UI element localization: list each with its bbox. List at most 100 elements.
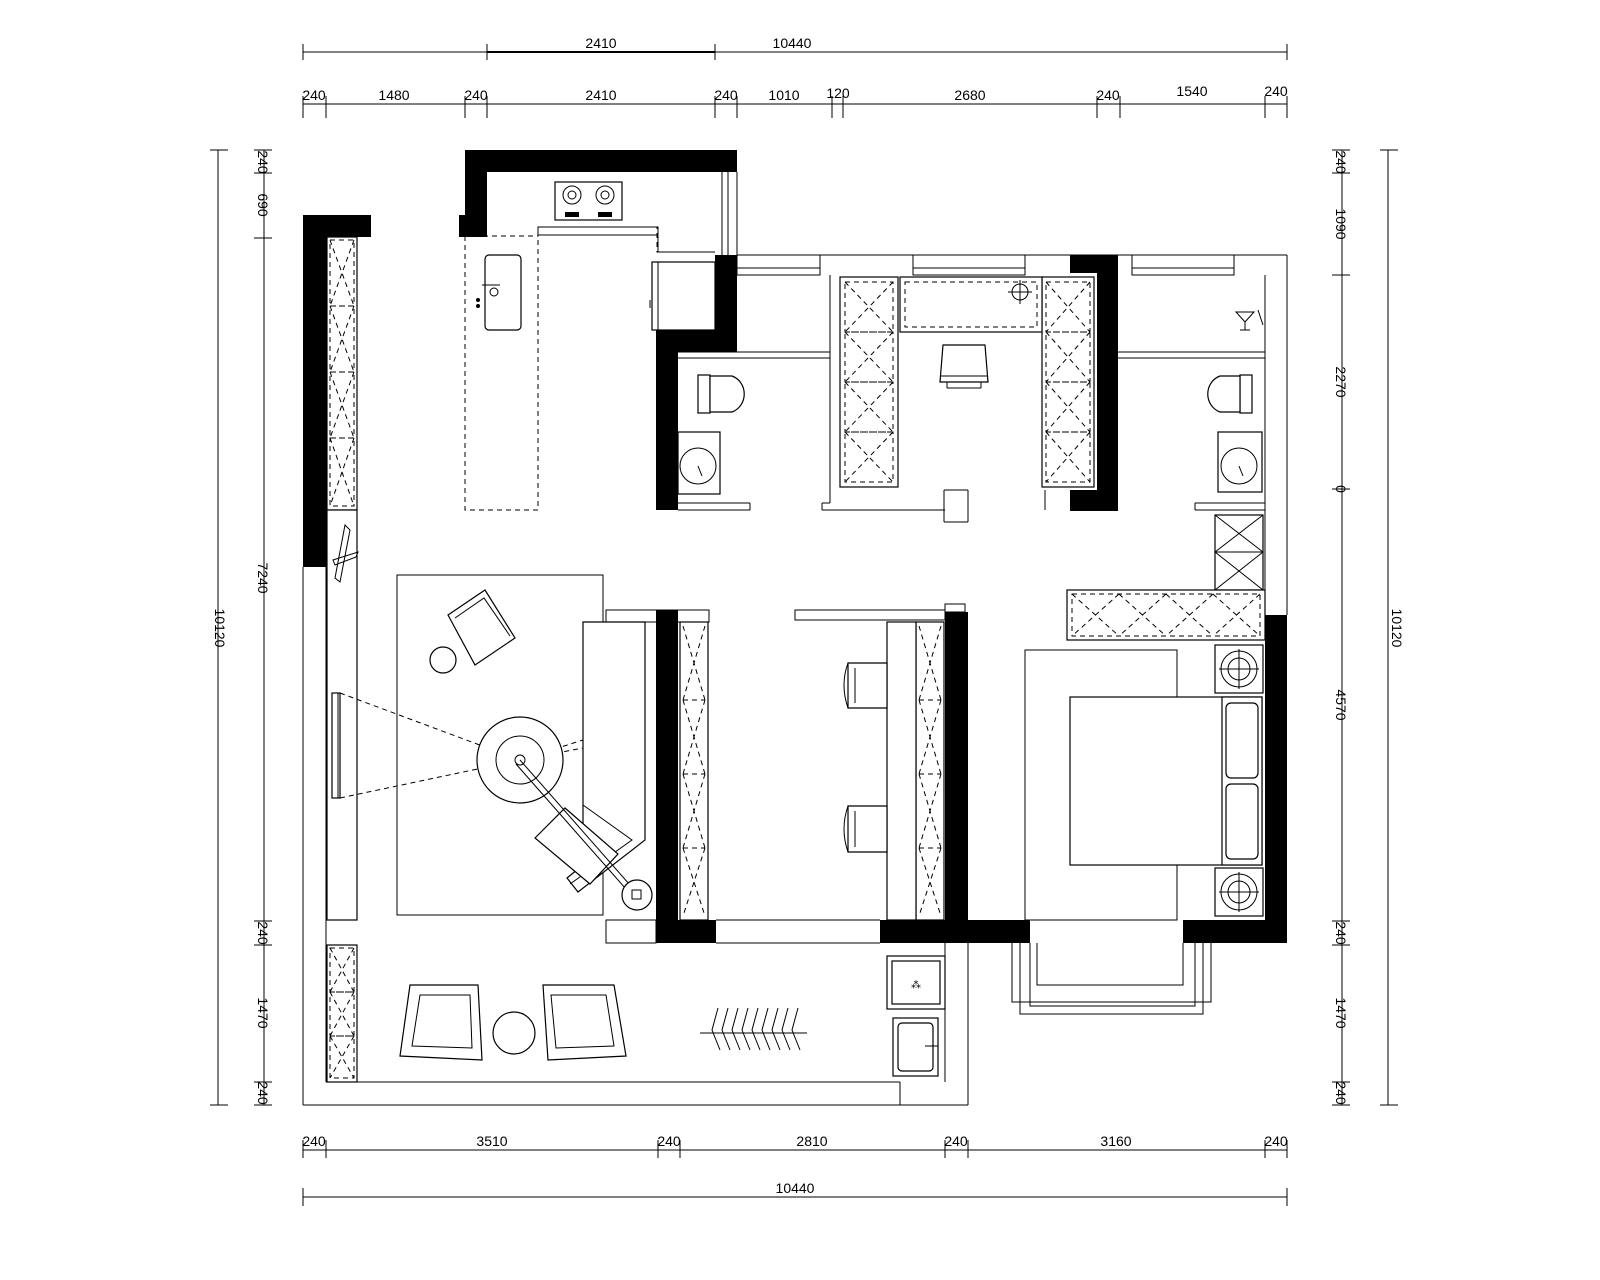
dining-bottom-wall [880, 920, 1030, 943]
balcony-cabinet [326, 944, 358, 1083]
left-overall-label: 10120 [212, 609, 228, 648]
bedroom [1024, 514, 1266, 921]
dining-cabinet-left [679, 621, 709, 921]
sofa-icon [534, 621, 646, 893]
top-segment-label: 2680 [954, 87, 985, 103]
shower-icon [1234, 309, 1264, 331]
svg-text:⁂: ⁂ [911, 979, 921, 991]
bottom-segment-label: 240 [657, 1133, 681, 1149]
right-segment-label: 240 [1333, 921, 1349, 945]
top-overall-label: 10440 [773, 35, 812, 51]
right-segment-labels: 240 1090 2270 0 4570 240 1470 240 [1333, 150, 1349, 1105]
partition-lines [302, 172, 1288, 1106]
top-segment-label: 240 [1096, 87, 1120, 103]
dining-right-wall [945, 612, 968, 943]
decor-plant-icon [332, 523, 359, 583]
bottom-overall-label: 10440 [776, 1180, 815, 1196]
washbasin-icon [1217, 431, 1263, 493]
bedroom-cabinet-vertical [1214, 514, 1264, 591]
tv-cabinet [326, 509, 359, 921]
toilet-icon [1207, 374, 1253, 414]
top-segment-label: 120 [826, 85, 850, 101]
left-segment-label: 240 [255, 150, 271, 174]
kitchen-sink-icon [476, 254, 522, 331]
bedroom-bottom-wall [1183, 920, 1287, 943]
right-segment-label: 0 [1333, 485, 1349, 493]
bottom-segment-ticks [302, 1140, 1288, 1158]
utility-sink-icon [892, 1017, 939, 1077]
left-segment-ticks [254, 149, 272, 1106]
floor-lamp-icon [515, 759, 653, 911]
lounge-chair-icon [399, 984, 483, 1061]
chair-icon [939, 344, 989, 389]
dining-table-icon [886, 621, 917, 921]
dining-chair-icon [843, 805, 888, 853]
stove-icon [554, 181, 623, 221]
nightstand-lamp-icon [1214, 644, 1264, 694]
bottom-segment-label: 2810 [796, 1133, 827, 1149]
wardrobe-left [839, 276, 899, 488]
dining-cabinet-right [915, 621, 945, 921]
armchair-icon [447, 589, 516, 666]
kitchen-left-stub [459, 215, 487, 237]
top-segment-ticks [302, 96, 1288, 118]
left-segment-label: 7240 [255, 562, 271, 593]
top-segment-label: 240 [714, 87, 738, 103]
living-room [326, 236, 653, 921]
left-segment-label: 1470 [255, 997, 271, 1028]
left-segment-labels: 240 690 7240 240 1470 240 [255, 150, 271, 1105]
left-wall [303, 215, 327, 567]
right-dimension-lines [1332, 149, 1398, 1106]
bottom-segment-label: 240 [302, 1133, 326, 1149]
balcony: ⁂ [326, 944, 946, 1083]
top-segment-label: 240 [302, 87, 326, 103]
right-segment-label: 4570 [1333, 689, 1349, 720]
left-segment-label: 240 [255, 921, 271, 945]
bottom-segment-label: 240 [1264, 1133, 1288, 1149]
right-segment-label: 2270 [1333, 366, 1349, 397]
bottom-segment-label: 3510 [476, 1133, 507, 1149]
left-segment-label: 690 [255, 193, 271, 217]
living-cabinet-top [326, 236, 358, 511]
dining-left-wall [656, 610, 678, 943]
top-segment-labels: 240 1480 240 2410 240 1010 120 2680 240 … [302, 83, 1288, 103]
bottom-segment-label: 3160 [1100, 1133, 1131, 1149]
desk-icon [899, 276, 1043, 333]
clothes-rack-icon [700, 1007, 807, 1051]
kitchen [464, 181, 716, 511]
bath1-left-wall [656, 330, 678, 510]
bed-icon [1069, 696, 1263, 866]
kitchen-left-wall [465, 150, 487, 236]
side-table-icon [492, 1011, 536, 1055]
left-segment-label: 240 [255, 1081, 271, 1105]
top-segment-label: 1480 [378, 87, 409, 103]
study-right-foot [1070, 490, 1118, 511]
kitchen-right-wall [715, 255, 737, 340]
bottom-segment-labels: 240 3510 240 2810 240 3160 240 [302, 1133, 1288, 1149]
right-segment-label: 240 [1333, 1081, 1349, 1105]
kitchen-counter-outline [537, 226, 659, 236]
study-right-pillar [1097, 255, 1118, 511]
bottom-segment-label: 240 [944, 1133, 968, 1149]
right-overall-label: 10120 [1389, 609, 1405, 648]
top-segment-label: 240 [464, 87, 488, 103]
left-dimension-lines [210, 149, 272, 1106]
right-segment-label: 1090 [1333, 208, 1349, 239]
wardrobe-right [1041, 276, 1095, 488]
bathroom-2 [1207, 309, 1264, 493]
dining-left-foot [656, 920, 716, 943]
top-segment-label: 240 [1264, 83, 1288, 99]
washbasin-icon [677, 431, 721, 495]
left-wall-cap [303, 215, 371, 237]
lounge-chair-icon [542, 984, 627, 1061]
bottom-dimension-lines [302, 1140, 1288, 1206]
top-segment-label: 2410 [585, 87, 616, 103]
top-sub-label: 2410 [585, 35, 616, 51]
bathroom-1 [677, 374, 745, 495]
right-segment-label: 240 [1333, 150, 1349, 174]
top-segment-label: 1540 [1176, 83, 1207, 99]
kitchen-top-wall [465, 150, 737, 172]
dining-area [679, 621, 945, 921]
toilet-icon [697, 374, 745, 414]
top-dimension-lines [302, 44, 1288, 118]
